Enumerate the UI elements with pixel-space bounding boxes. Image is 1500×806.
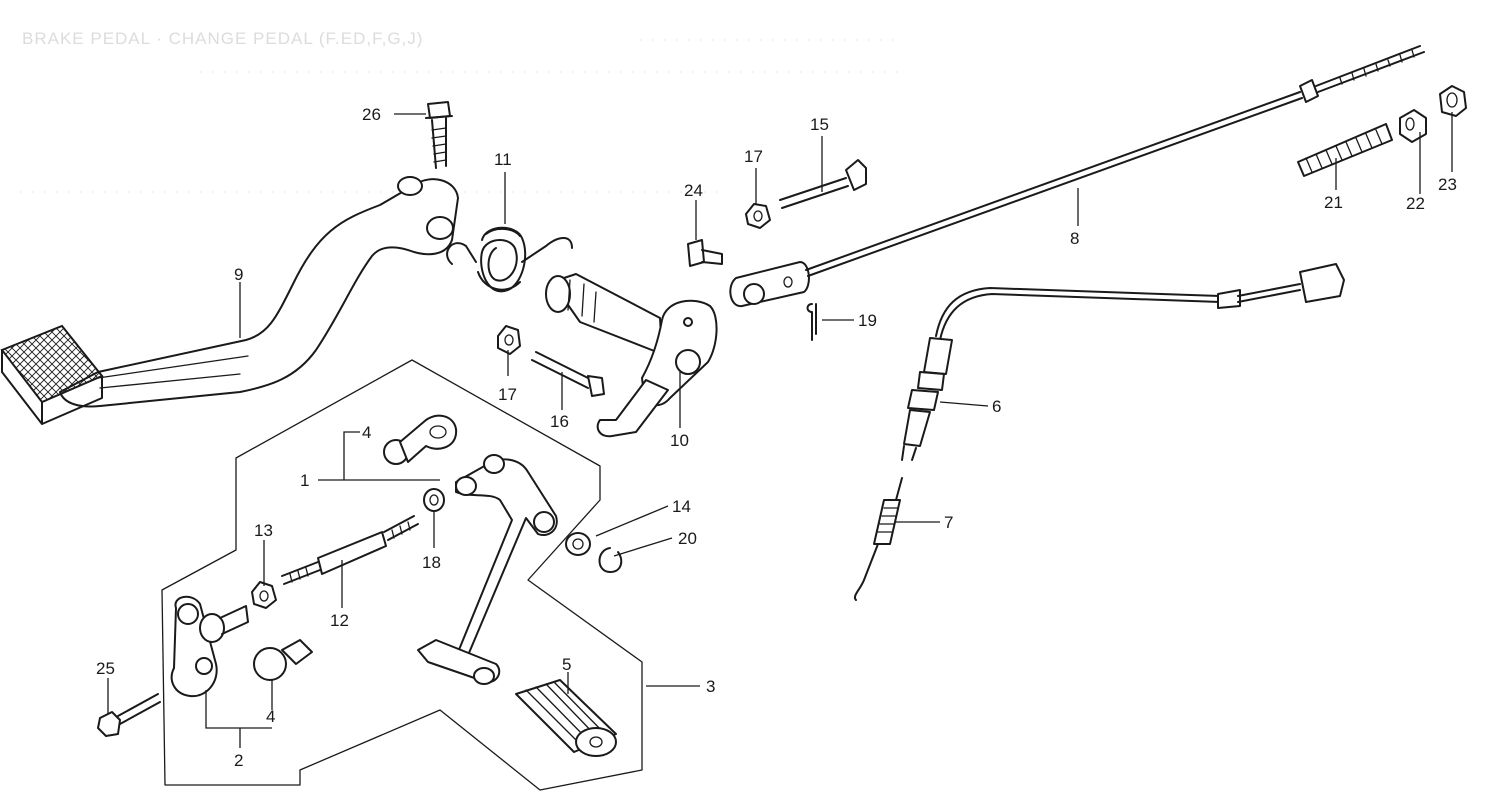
leader-lines	[107, 112, 1453, 748]
callout-1: 1	[300, 471, 309, 490]
callout-4-top: 4	[362, 423, 371, 442]
callout-8: 8	[1070, 229, 1079, 248]
callout-10: 10	[670, 431, 689, 450]
brake-rod-part-8	[729, 45, 1425, 308]
cotter-pin-part-19	[806, 303, 817, 341]
bolt-part-16	[531, 351, 605, 397]
callout-17-left: 17	[498, 385, 517, 404]
callout-16: 16	[550, 412, 569, 431]
change-pedal-arm	[417, 454, 558, 685]
washer-part-14	[565, 532, 591, 556]
pedal-rubber-part-5	[515, 679, 617, 757]
callout-23: 23	[1438, 175, 1457, 194]
callout-14: 14	[672, 497, 691, 516]
nut-part-18	[423, 488, 445, 512]
brake-pedal-part	[0, 176, 459, 425]
change-lever-part-2	[170, 595, 249, 698]
nut-part-17-left	[497, 325, 521, 355]
callout-19: 19	[858, 311, 877, 330]
callout-3: 3	[706, 677, 715, 696]
switch-spring-part-7	[854, 477, 903, 601]
pivot-shaft-part-10	[545, 273, 718, 438]
callout-25: 25	[96, 659, 115, 678]
callout-21: 21	[1324, 193, 1343, 212]
nut-part-13	[251, 581, 277, 609]
change-rod-part-12	[281, 515, 419, 585]
callout-24: 24	[684, 181, 703, 200]
callout-4-bottom: 4	[266, 707, 275, 726]
return-spring-part-11	[446, 226, 573, 293]
callout-26: 26	[362, 105, 381, 124]
bolt-part-24	[687, 239, 723, 267]
callout-5: 5	[562, 655, 571, 674]
joint-part-22	[1399, 109, 1427, 143]
callout-15: 15	[810, 115, 829, 134]
callout-17-right: 17	[744, 147, 763, 166]
nut-part-17-right	[745, 203, 771, 229]
callout-13: 13	[254, 521, 273, 540]
brake-switch-part-6	[901, 263, 1345, 461]
ball-joint-part-4-top	[383, 414, 458, 465]
callout-11: 11	[494, 150, 512, 169]
callout-22: 22	[1406, 194, 1425, 213]
callout-12: 12	[330, 611, 349, 630]
bolt-part-25	[97, 693, 161, 737]
bolt-part-15	[779, 159, 867, 209]
change-pedal-assembly-boundary	[161, 359, 643, 791]
adjusting-nut-part-23	[1439, 85, 1467, 117]
ball-joint-part-4-bottom	[253, 639, 313, 681]
callout-6: 6	[992, 397, 1001, 416]
page-title: BRAKE PEDAL · CHANGE PEDAL (F.ED,F,G,J)	[22, 29, 423, 48]
callout-20: 20	[678, 529, 697, 548]
spring-part-21	[1297, 123, 1393, 177]
callout-2: 2	[234, 751, 243, 770]
bolt-part-26	[425, 101, 453, 169]
callout-9: 9	[234, 265, 243, 284]
callout-7: 7	[944, 513, 953, 532]
circlip-part-20	[598, 547, 623, 573]
callout-18: 18	[422, 553, 441, 572]
